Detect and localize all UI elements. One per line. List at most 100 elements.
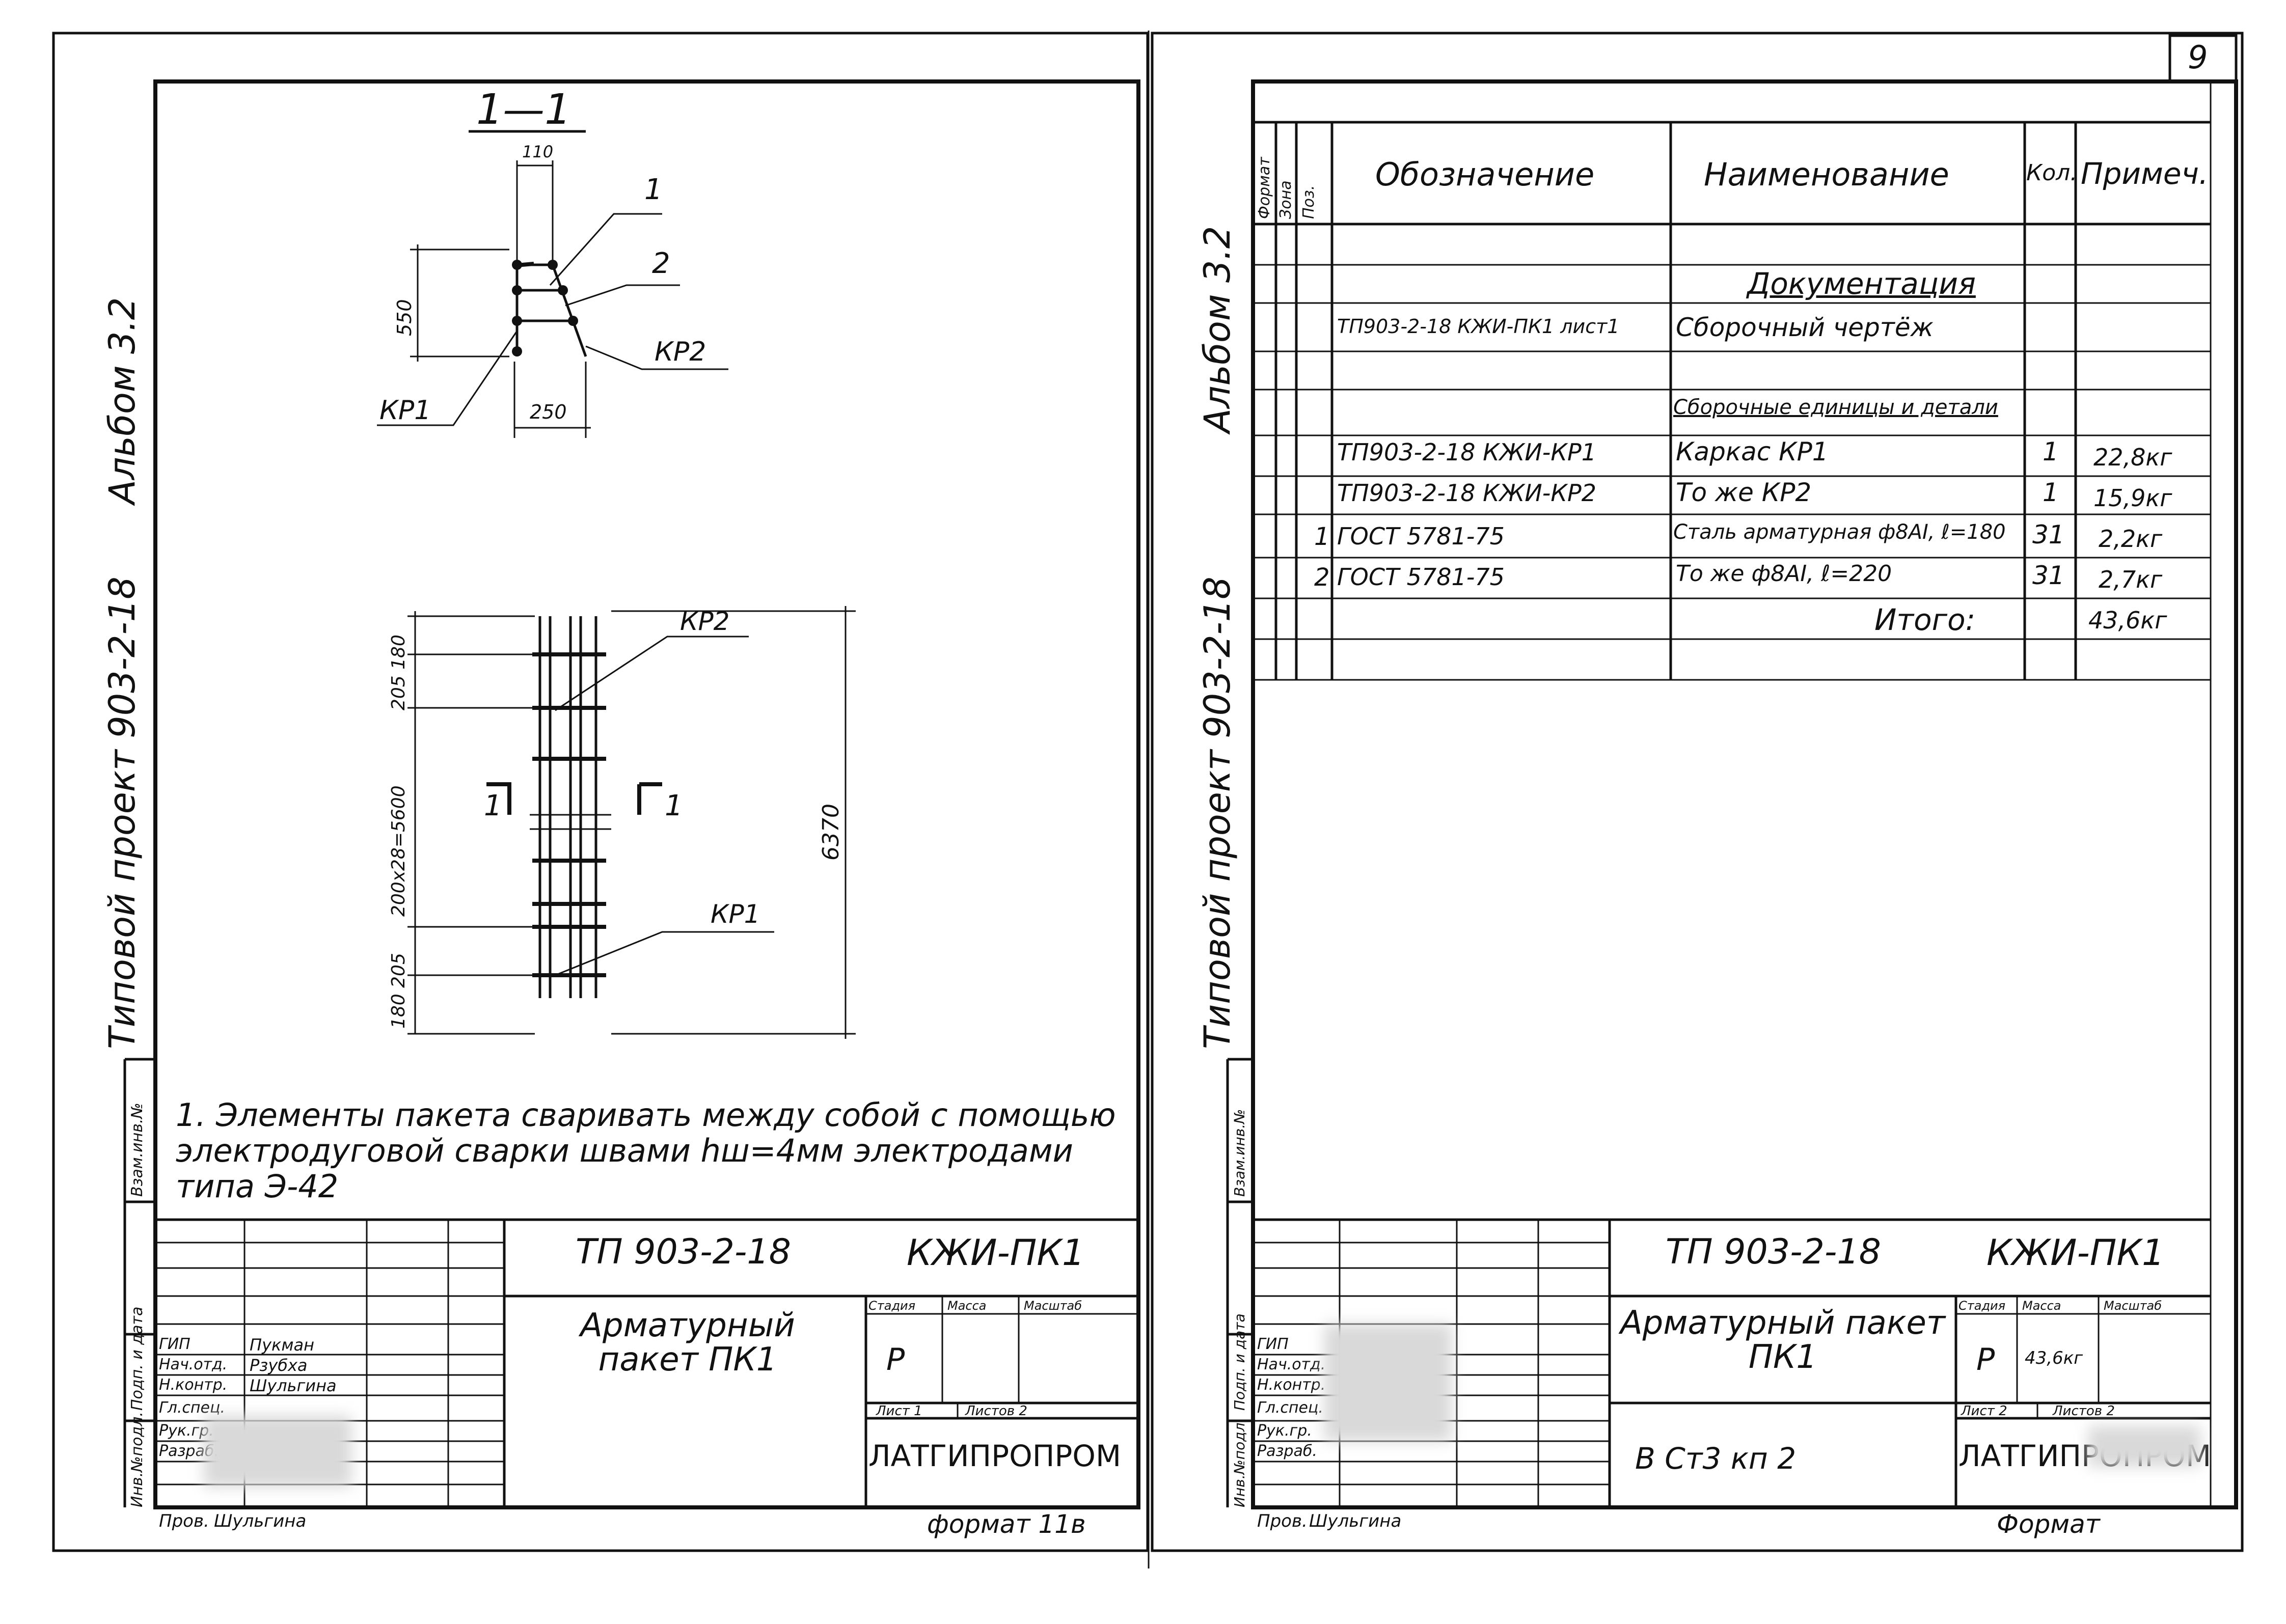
left-stamp-stage: Р xyxy=(886,1342,905,1378)
left-stamp-sheet: Лист 1 xyxy=(876,1403,922,1419)
left-name-head: Рзубха xyxy=(250,1356,308,1375)
left-role-head: Нач.отд. xyxy=(159,1356,228,1373)
right-role-chief: Гл.спец. xyxy=(1257,1399,1323,1417)
dim-section-height: 550 xyxy=(393,299,416,336)
section-mark-right: 1 xyxy=(665,789,683,822)
redacted-names-left xyxy=(204,1416,351,1487)
right-stamp-code: ТП 903-2-18 xyxy=(1666,1232,1881,1272)
left-stamp-format: формат 11в xyxy=(927,1509,1086,1539)
dim-elev-overall: 6370 xyxy=(818,804,844,861)
right-margin-sign: Подп. и дата xyxy=(1231,1313,1248,1411)
spec-row-pos: 1 xyxy=(1314,522,1330,551)
left-name-gip: Пукман xyxy=(250,1335,314,1355)
spec-row-name: Сборочный чертёж xyxy=(1676,313,1934,342)
spec-row-note: 2,2кг xyxy=(2099,525,2163,553)
spec-row-qty: 1 xyxy=(2043,478,2059,507)
left-name-check: Шульгина xyxy=(214,1511,307,1531)
right-margin-inv: Инв.№подл. xyxy=(1231,1418,1248,1507)
left-name-control: Шульгина xyxy=(250,1376,337,1395)
right-stamp-head-mass: Масса xyxy=(2022,1299,2061,1313)
right-stamp-sheets: Листов 2 xyxy=(2053,1403,2115,1419)
spec-row-note: 43,6кг xyxy=(2088,607,2167,634)
right-role-control: Н.контр. xyxy=(1257,1376,1326,1394)
left-stamp-sheets: Листов 2 xyxy=(965,1403,1027,1419)
callout-kr1-section: КР1 xyxy=(379,395,431,426)
left-stamp-title: Арматурный пакет ПК1 xyxy=(580,1307,795,1379)
right-role-dev: Разраб. xyxy=(1257,1442,1317,1460)
section-title: 1—1 xyxy=(476,86,572,134)
left-stamp-grid xyxy=(155,1218,1138,1507)
spec-row-designation: ТП903-2-18 КЖИ-КР1 xyxy=(1337,438,1596,466)
spec-row-qty: 31 xyxy=(2032,561,2065,590)
right-stamp-sheet: Лист 2 xyxy=(1961,1403,2007,1419)
callout-kr2-elev: КР2 xyxy=(680,607,730,636)
dim-bottom-width: 250 xyxy=(530,401,567,423)
callout-kr1-elev: КР1 xyxy=(711,899,760,929)
page-number: 9 xyxy=(2188,39,2208,76)
left-stamp-mark: КЖИ-ПК1 xyxy=(907,1232,1085,1274)
spec-head-format: Формат xyxy=(1256,157,1273,219)
right-stamp-mass: 43,6кг xyxy=(2025,1348,2083,1368)
spec-head-zone: Зона xyxy=(1277,180,1295,219)
spec-row-note: 22,8кг xyxy=(2093,444,2172,471)
spec-row-name: Каркас КР1 xyxy=(1676,437,1829,466)
section-1-1-drawing xyxy=(377,130,728,438)
left-margin-inv: Инв.№подл. xyxy=(128,1412,146,1507)
right-role-gip: ГИП xyxy=(1257,1335,1289,1353)
spec-row-name: То же ф8АI, ℓ=220 xyxy=(1676,561,1892,587)
spec-row-name: Сборочные единицы и детали xyxy=(1673,396,1998,419)
left-role-control: Н.контр. xyxy=(159,1376,228,1394)
right-stamp-material: В Ст3 кп 2 xyxy=(1635,1441,1797,1476)
left-side-project-label: Типовой проект 903-2-18 xyxy=(101,576,143,1049)
spec-head-pos: Поз. xyxy=(1300,185,1318,219)
right-role-head: Нач.отд. xyxy=(1257,1356,1326,1373)
right-stamp-mark: КЖИ-ПК1 xyxy=(1986,1232,2165,1274)
spec-row-name: Сталь арматурная ф8АI, ℓ=180 xyxy=(1673,520,2006,544)
dim-elev-middle: 200х28=5600 xyxy=(388,785,409,917)
note-text: 1. Элементы пакета сваривать между собой… xyxy=(176,1096,1116,1205)
right-stamp-title: Арматурный пакет ПК1 xyxy=(1620,1304,1946,1377)
spec-row-qty: 1 xyxy=(2043,437,2059,466)
right-role-group: Рук.гр. xyxy=(1257,1422,1312,1440)
spec-row-name: Итого: xyxy=(1874,602,1976,637)
dim-top-width: 110 xyxy=(522,142,554,161)
spec-head-note: Примеч. xyxy=(2081,156,2209,191)
left-role-check: Пров. xyxy=(159,1511,209,1531)
section-mark-left: 1 xyxy=(484,789,502,822)
left-stamp-code: ТП 903-2-18 xyxy=(576,1232,791,1272)
spec-row-designation: ГОСТ 5781-75 xyxy=(1337,563,1505,591)
dim-elev-bottom: 180 205 xyxy=(388,953,409,1029)
right-name-check: Шульгина xyxy=(1309,1511,1402,1531)
left-side-album-label: Альбом 3.2 xyxy=(101,297,143,504)
right-side-album-label: Альбом 3.2 xyxy=(1196,226,1238,433)
spec-table-grid xyxy=(1253,121,2211,681)
left-stamp-head-scale: Масштаб xyxy=(1024,1299,1082,1313)
right-stamp-head-scale: Масштаб xyxy=(2104,1299,2162,1313)
right-role-check: Пров. xyxy=(1257,1511,1308,1531)
left-role-gip: ГИП xyxy=(159,1335,190,1353)
left-margin-sign: Подп. и дата xyxy=(128,1306,146,1411)
left-stamp-head-mass: Масса xyxy=(947,1299,987,1313)
right-stamp-stage: Р xyxy=(1976,1342,1995,1378)
right-stamp-head-stage: Стадия xyxy=(1958,1299,2006,1313)
right-stamp-grid xyxy=(1253,1218,2211,1507)
right-stamp-format: Формат xyxy=(1997,1509,2100,1539)
spec-row-note: 2,7кг xyxy=(2099,566,2163,593)
spec-row-designation: ТП903-2-18 КЖИ-ПК1 лист1 xyxy=(1337,315,1620,338)
spec-head-qty: Кол. xyxy=(2026,160,2078,186)
left-margin-replace: Взам.инв.№ xyxy=(128,1103,146,1197)
callout-kr2-section: КР2 xyxy=(655,337,706,367)
left-stamp-org: ЛАТГИПРОПРОМ xyxy=(868,1439,1122,1473)
spec-head-name: Наименование xyxy=(1704,156,1949,193)
spec-row-qty: 31 xyxy=(2032,520,2065,549)
redacted-names-right xyxy=(1324,1324,1452,1441)
right-side-project-label: Типовой проект 903-2-18 xyxy=(1196,576,1238,1049)
callout-pos-1: 1 xyxy=(644,173,663,206)
spec-row-note: 15,9кг xyxy=(2093,484,2172,512)
spec-row-name: Документация xyxy=(1747,266,1976,301)
left-role-chief: Гл.спец. xyxy=(159,1399,225,1417)
spec-row-designation: ГОСТ 5781-75 xyxy=(1337,522,1505,550)
redacted-org-right xyxy=(2088,1426,2200,1467)
left-stamp-head-stage: Стадия xyxy=(868,1299,916,1313)
